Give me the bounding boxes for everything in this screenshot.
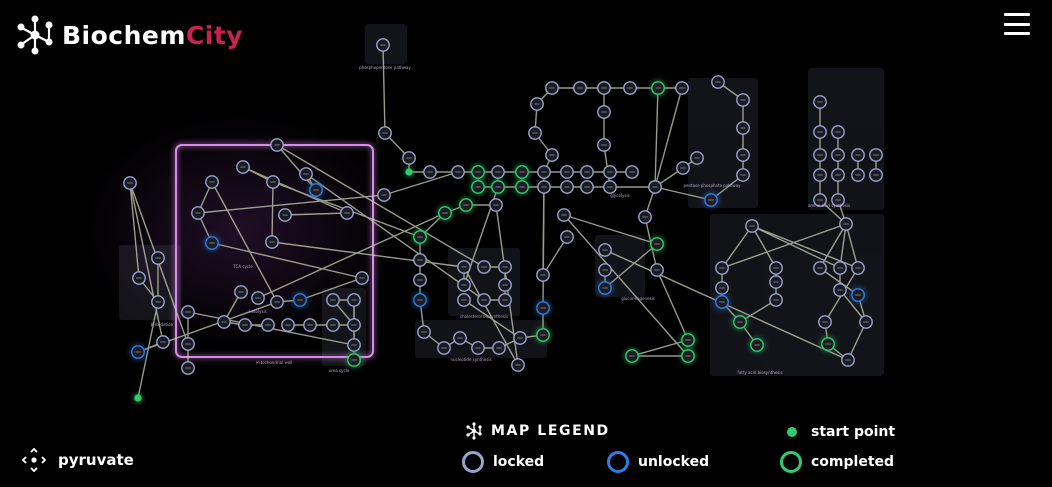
pathway-edge — [382, 44, 386, 134]
legend-completed: completed — [780, 451, 894, 473]
locked-ring-icon — [462, 451, 484, 473]
zone-label: pentose phosphate pathway — [684, 183, 742, 188]
molecule-icon — [466, 422, 482, 440]
zone-label: gluconeogenesis — [621, 296, 655, 301]
legend-unlocked: unlocked — [607, 451, 709, 473]
completed-ring-icon — [780, 451, 802, 473]
pathway-edge — [751, 225, 859, 269]
zone-label: phosphopentose pathway — [359, 65, 411, 70]
zone-label: glycolysis — [610, 193, 629, 198]
pathway-edge — [542, 236, 568, 276]
pathway-edge — [654, 87, 683, 188]
legend-unlocked-label: unlocked — [638, 454, 710, 470]
current-location[interactable]: pyruvate — [22, 448, 134, 472]
legend-start-point: start point — [787, 424, 895, 440]
pathway-edge — [845, 223, 859, 269]
app-title-part2: City — [185, 20, 244, 50]
pathway-edge — [563, 214, 689, 357]
pathway-edge — [604, 243, 658, 289]
zone-label: ketolysis — [249, 309, 266, 314]
app-logo: BiochemCity — [14, 13, 243, 57]
app-title-part1: Biochem — [62, 20, 186, 50]
pathway-edge — [211, 242, 363, 279]
pathway-edge — [654, 186, 712, 201]
map-nodes[interactable] — [123, 38, 883, 402]
pathway-edge — [656, 269, 689, 341]
pathway-edge — [721, 223, 847, 269]
hamburger-menu-icon[interactable] — [1004, 13, 1030, 35]
legend-title: MAP LEGEND — [465, 422, 610, 440]
zone-label: cholesterol biosynthesis — [460, 314, 508, 319]
molecule-logo-icon — [17, 15, 53, 55]
app-title: BiochemCity — [62, 21, 243, 50]
zone-label: nucleotide synthesis — [450, 357, 491, 362]
pathway-edge — [211, 181, 278, 303]
pathway-edge — [739, 299, 777, 323]
legend-completed-label: completed — [811, 454, 895, 470]
pathway-edge — [197, 194, 385, 214]
pathway-edge — [463, 266, 519, 366]
pathway-edge — [463, 299, 521, 339]
pathway-edge — [563, 214, 658, 245]
pathway-edge — [305, 173, 485, 301]
pathway-edge — [654, 87, 659, 188]
start-point-node[interactable] — [405, 168, 413, 176]
zone-label: urea cycle — [329, 368, 350, 373]
pathway-edge — [751, 225, 777, 269]
start-point-dot-icon — [787, 427, 797, 437]
zone-label: β-oxidation — [151, 322, 174, 327]
pathway-edge — [271, 181, 274, 243]
pathway-edge — [257, 212, 446, 299]
pathway-edge — [271, 241, 465, 268]
pathway-edge — [847, 321, 867, 361]
pathway-edge — [631, 339, 689, 357]
pathway-edge — [129, 182, 164, 343]
legend-title-text: MAP LEGEND — [491, 423, 610, 439]
zone-label: fatty acid biosynthesis — [737, 370, 782, 375]
legend-start-point-label: start point — [811, 424, 896, 440]
pathway-edge — [819, 267, 859, 296]
pathway-edge — [276, 144, 485, 268]
pathway-edge — [751, 225, 841, 269]
pathway-edge — [137, 301, 159, 399]
zone-label: mitochondrial wall — [256, 360, 293, 365]
metabolic-map[interactable]: phosphopentose pathway mitochondrial wall… — [0, 0, 1052, 420]
pathway-edge — [284, 212, 348, 216]
legend-locked: locked — [462, 451, 544, 473]
legend-locked-label: locked — [493, 454, 545, 470]
pathway-edge — [276, 144, 317, 191]
current-location-label: pyruvate — [58, 451, 134, 469]
unlocked-ring-icon — [607, 451, 629, 473]
pathway-edge — [721, 225, 753, 269]
pathway-edge — [299, 277, 363, 301]
location-crosshair-icon — [22, 448, 46, 472]
pathway-edge — [129, 182, 140, 279]
zone-label: amino acid synthesis — [808, 203, 850, 208]
start-point-node[interactable] — [134, 394, 142, 402]
pathway-edge — [383, 171, 459, 196]
pathway-edge — [542, 186, 545, 309]
zone-label: TCA cycle — [232, 264, 253, 269]
